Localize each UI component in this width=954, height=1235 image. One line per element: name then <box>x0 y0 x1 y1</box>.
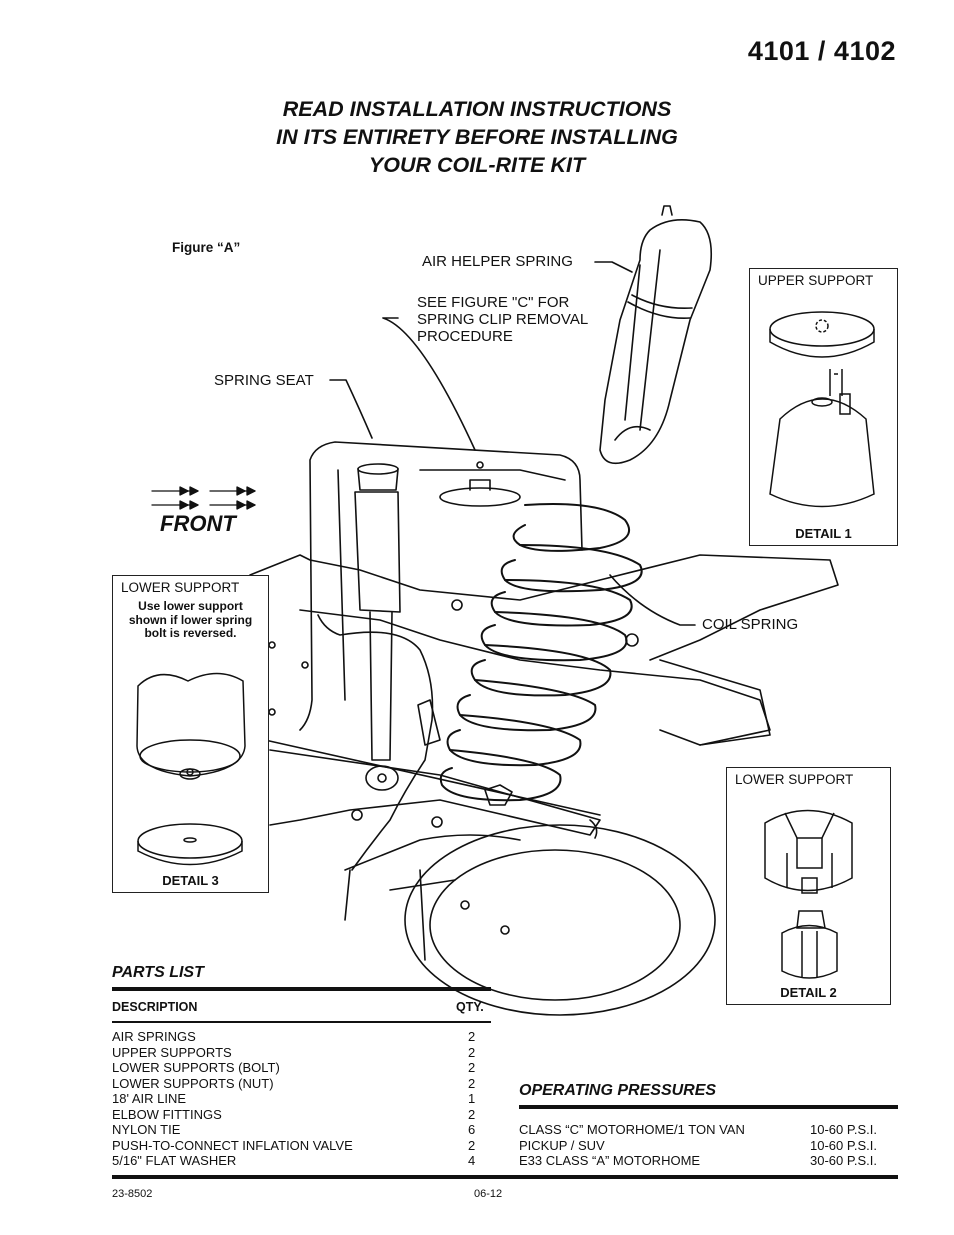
pressure-value: 10-60 P.S.I. <box>810 1137 877 1153</box>
part-description: PUSH-TO-CONNECT INFLATION VALVE <box>112 1137 353 1153</box>
parts-list-row: 18' AIR LINE 1 <box>112 1091 491 1107</box>
detail-3-note: Use lower support shown if lower spring … <box>113 599 268 641</box>
parts-list-row: AIR SPRINGS 2 <box>112 1029 491 1045</box>
pressure-value: 10-60 P.S.I. <box>810 1122 877 1137</box>
pressure-vehicle: PICKUP / SUV <box>519 1137 605 1153</box>
pressure-vehicle: E33 CLASS “A” MOTORHOME <box>519 1153 701 1168</box>
callout-see-figure-c-line-3: PROCEDURE <box>417 328 513 345</box>
upper-support-drawing <box>769 311 875 508</box>
headline-line-3: YOUR COIL-RITE KIT <box>368 153 586 177</box>
part-qty: 2 <box>468 1075 476 1091</box>
parts-list-col-qty: QTY. <box>456 1000 484 1014</box>
detail-1-box: UPPER SUPPORT DETAIL 1 <box>749 268 898 546</box>
figure-label: Figure “A” <box>172 240 241 255</box>
part-qty: 2 <box>468 1060 476 1075</box>
part-description: NYLON TIE <box>112 1122 181 1137</box>
operating-pressures-title: OPERATING PRESSURES <box>519 1082 717 1099</box>
headline-line-2: IN ITS ENTIRETY BEFORE INSTALLING <box>276 125 678 149</box>
footer-date: 06-12 <box>474 1188 503 1200</box>
pressure-vehicle: CLASS “C” MOTORHOME/1 TON VAN <box>519 1122 745 1137</box>
callout-see-figure-c: SEE FIGURE "C" FOR SPRING CLIP REMOVAL P… <box>417 294 588 345</box>
frame-rail-lower <box>299 609 771 746</box>
document-number: 4101 / 4102 <box>747 36 896 66</box>
parts-list-row: 5/16" FLAT WASHER 4 <box>112 1153 491 1169</box>
detail-3-note-line-3: bolt is reversed. <box>144 626 237 640</box>
part-qty: 2 <box>468 1029 476 1044</box>
detail-3-title: LOWER SUPPORT <box>121 580 240 595</box>
shock-absorber <box>354 463 401 791</box>
detail-3-note-line-1: Use lower support <box>138 599 243 613</box>
detail-3-box: LOWER SUPPORT Use lower support shown if… <box>112 575 269 893</box>
parts-list-title: PARTS LIST <box>112 964 204 981</box>
callout-coil-spring: COIL SPRING <box>702 616 799 633</box>
part-qty: 2 <box>468 1137 476 1153</box>
parts-list-row: LOWER SUPPORTS (NUT) 2 <box>112 1076 491 1092</box>
air-helper-spring <box>599 205 713 465</box>
callout-spring-seat: SPRING SEAT <box>214 372 314 389</box>
detail-2-box: LOWER SUPPORT DETAIL 2 <box>726 767 891 1005</box>
leader-coil-spring <box>609 574 696 626</box>
parts-list-row: PUSH-TO-CONNECT INFLATION VALVE 2 <box>112 1138 491 1154</box>
part-description: AIR SPRINGS <box>112 1029 196 1044</box>
part-qty: 2 <box>468 1106 476 1122</box>
part-description: 18' AIR LINE <box>112 1091 187 1106</box>
part-description: ELBOW FITTINGS <box>112 1106 222 1122</box>
lower-support-bolt-drawing <box>136 672 246 866</box>
spring-seat-hole <box>476 461 484 469</box>
part-description: 5/16" FLAT WASHER <box>112 1153 237 1168</box>
part-qty: 4 <box>468 1153 476 1168</box>
front-arrows <box>151 486 256 510</box>
lower-spring-bolt <box>484 784 513 806</box>
lower-control-arm <box>269 749 601 836</box>
leader-figure-c <box>382 317 476 451</box>
leader-air-helper-spring <box>594 261 633 273</box>
part-qty: 6 <box>468 1122 476 1137</box>
headline: READ INSTALLATION INSTRUCTIONS IN ITS EN… <box>0 95 954 179</box>
leader-spring-seat <box>329 379 373 439</box>
pressure-row: PICKUP / SUV 10-60 P.S.I. <box>519 1138 898 1154</box>
operating-pressures-rule <box>519 1105 898 1109</box>
crossmember <box>659 659 771 746</box>
callout-air-helper-spring: AIR HELPER SPRING <box>422 253 573 270</box>
part-description: UPPER SUPPORTS <box>112 1044 232 1060</box>
pressure-value: 30-60 P.S.I. <box>810 1153 877 1168</box>
detail-1-caption: DETAIL 1 <box>795 526 852 541</box>
spring-seat <box>439 487 521 507</box>
front-label: FRONT <box>160 511 236 536</box>
brake-rotor <box>344 824 716 1016</box>
spring-tower <box>299 441 583 731</box>
part-description: LOWER SUPPORTS (BOLT) <box>112 1060 280 1075</box>
parts-list-top-rule <box>112 987 491 991</box>
part-qty: 1 <box>468 1091 476 1106</box>
parts-list-header-rule <box>112 1021 491 1023</box>
bottom-rule <box>112 1175 898 1179</box>
footer-part-number: 23-8502 <box>112 1188 153 1200</box>
detail-1-title: UPPER SUPPORT <box>758 273 874 288</box>
parts-list-row: ELBOW FITTINGS 2 <box>112 1107 491 1123</box>
parts-list-row: NYLON TIE 6 <box>112 1122 491 1138</box>
air-line <box>317 614 434 871</box>
parts-list-col-description: DESCRIPTION <box>112 1000 198 1014</box>
part-description: LOWER SUPPORTS (NUT) <box>112 1075 274 1091</box>
parts-list-row: LOWER SUPPORTS (BOLT) 2 <box>112 1060 491 1076</box>
lower-support-nut-drawing <box>764 809 853 979</box>
detail-2-caption: DETAIL 2 <box>780 985 837 1000</box>
detail-2-title: LOWER SUPPORT <box>735 772 854 787</box>
headline-line-1: READ INSTALLATION INSTRUCTIONS <box>282 97 672 121</box>
detail-3-caption: DETAIL 3 <box>162 873 219 888</box>
pressure-row: E33 CLASS “A” MOTORHOME 30-60 P.S.I. <box>519 1153 898 1169</box>
detail-3-note-line-2: shown if lower spring <box>128 612 253 627</box>
callout-see-figure-c-line-1: SEE FIGURE "C" FOR <box>417 294 570 311</box>
pressure-row: CLASS “C” MOTORHOME/1 TON VAN 10-60 P.S.I… <box>519 1122 898 1138</box>
frame-rail <box>249 554 839 661</box>
callout-see-figure-c-line-2: SPRING CLIP REMOVAL <box>417 311 589 328</box>
part-qty: 2 <box>468 1044 476 1060</box>
parts-list-row: UPPER SUPPORTS 2 <box>112 1045 491 1061</box>
coil-spring <box>439 503 643 802</box>
